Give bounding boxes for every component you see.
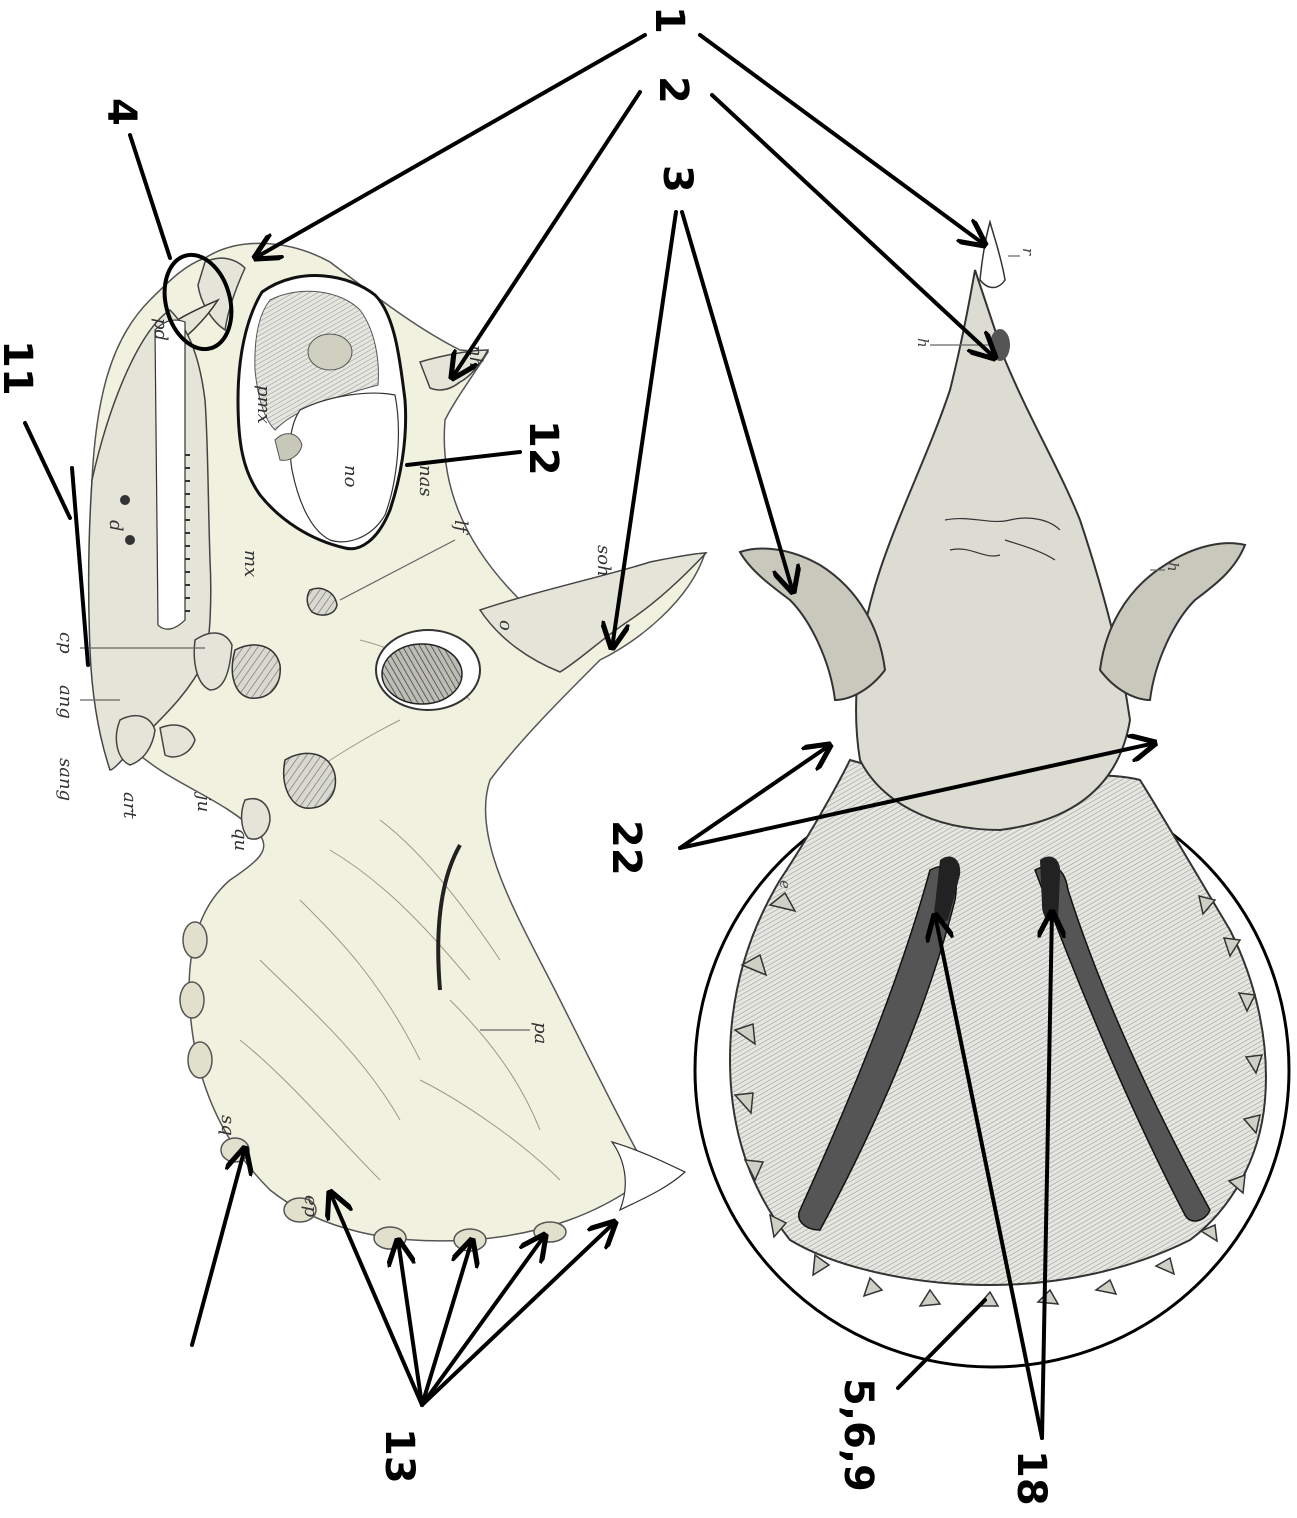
arrow-11-leader [25, 423, 70, 518]
label-cp: cp [55, 632, 76, 654]
arrow-1-dorsal [700, 35, 985, 245]
arrow-1-lateral [255, 35, 645, 258]
arrow-3-dorsal [682, 212, 793, 592]
label-r: r [1019, 248, 1037, 256]
dentary-foramen-1 [120, 495, 130, 505]
label-e: e [776, 880, 794, 889]
arrow-4 [130, 135, 170, 258]
label-sang: sang [55, 758, 76, 801]
left-brow-horn [740, 548, 885, 700]
label-art: art [119, 792, 140, 819]
label-qu: qu [230, 828, 251, 851]
orbit [382, 644, 462, 704]
arrow-2-dorsal [712, 95, 995, 358]
lateral-skull-view [89, 243, 706, 1251]
label-h-horn: h [1164, 562, 1182, 572]
arrow-5-6-9 [898, 1300, 985, 1388]
label-soh: soh [593, 545, 614, 577]
lateral-fenestra [284, 753, 336, 808]
callout-1: 1 [646, 6, 692, 34]
arrow-sq [192, 1148, 245, 1345]
callout-5-6-9: 5,6,9 [835, 1378, 881, 1492]
label-d: d [105, 520, 126, 532]
label-pd: pd [150, 318, 171, 341]
narial-recess [308, 334, 352, 370]
label-o: o [495, 620, 516, 631]
dentary-foramen-2 [125, 535, 135, 545]
label-nas: nas [415, 465, 436, 497]
label-ep: ep [300, 1195, 321, 1218]
label-mx: mx [240, 550, 261, 577]
label-ang: ang [55, 685, 76, 719]
callout-3: 3 [654, 165, 700, 193]
label-pmx: pmx [253, 385, 274, 424]
callout-4: 4 [98, 98, 144, 126]
label-ju: ju [193, 791, 214, 812]
label-sq: sq [217, 1115, 238, 1136]
label-h-nasal: h [914, 338, 932, 348]
callout-12: 12 [520, 420, 566, 476]
callout-2: 2 [650, 76, 696, 104]
callout-11: 11 [0, 340, 40, 396]
callout-22: 22 [603, 820, 649, 876]
callout-13: 13 [376, 1428, 422, 1484]
callout-18: 18 [1008, 1450, 1054, 1506]
label-no: no [340, 465, 361, 488]
arrow-2-lateral [452, 92, 640, 378]
jaw-gap [155, 320, 185, 629]
antorbital-fenestra [232, 645, 280, 698]
arrow-13-d [422, 1235, 545, 1405]
label-pa: pa [530, 1022, 551, 1044]
rostral-bone [980, 222, 1005, 288]
